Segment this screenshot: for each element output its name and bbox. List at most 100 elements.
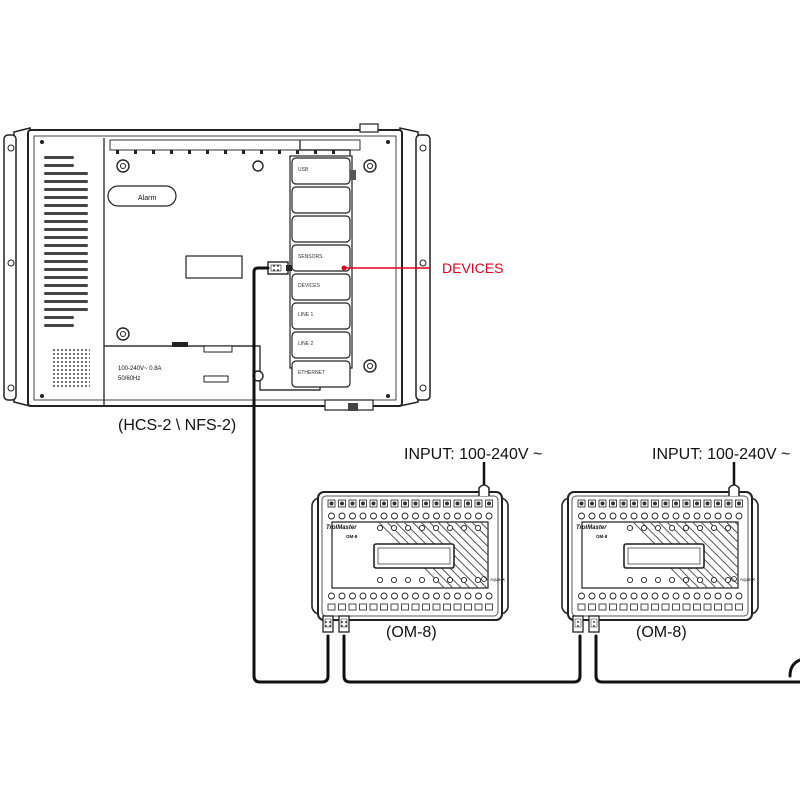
device-bus-cables [252,266,800,684]
controller-port: DEVICES [291,273,351,301]
controller-port-panel: USB SENSORS DEVICES LINE 1 LINE 2 ETHERNET [289,155,353,388]
vent-slot [44,188,88,191]
controller-port-label: USB [298,167,309,173]
controller-caption: (HCS-2 \ NFS-2) [118,417,236,434]
board-pin [152,150,155,154]
controller-port: USB [291,157,351,185]
controller-port-label: LINE 2 [298,341,314,347]
terminal-block [422,603,430,611]
vent-slot [44,196,88,199]
module-1-brand: TrolMaster [326,525,357,531]
controller-port: SENSORS [291,244,351,272]
board-pin [134,150,137,154]
board-pin [188,150,191,154]
board-pin [242,150,245,154]
controller-port: ETHERNET [291,360,351,388]
terminal-block [735,603,743,611]
board-pin [170,150,173,154]
vent-slot [44,244,88,247]
power-input-plug [728,484,740,496]
controller-devices-connector [267,261,292,275]
vent-slot [44,268,88,271]
module-2-model: OM-8 [596,534,608,539]
vent-slot [44,284,88,287]
terminal-block [693,603,701,611]
terminal-block [630,603,638,611]
terminal-block [327,603,336,611]
board-pin [296,150,299,154]
terminal-block [640,603,649,611]
terminal-block [724,603,733,611]
vent-slot [44,180,88,183]
controller-port-label: ETHERNET [298,370,325,376]
devices-callout: DEVICES [341,260,503,276]
alarm-label: Alarm [138,195,156,202]
terminal-block [703,603,712,611]
terminal-block [464,603,472,611]
module-2-input-label: INPUT: 100-240V ~ [652,446,790,463]
module-display [623,543,705,569]
terminal-block [401,603,409,611]
terminal-block [619,603,628,611]
vent-slot [44,292,88,295]
terminal-block [485,603,493,611]
bus-connector [588,615,600,633]
board-pin [206,150,209,154]
vent-slot [44,316,74,319]
board-pin [224,150,227,154]
controller-port-label: SENSORS [298,254,323,260]
controller-port [291,186,351,214]
terminal-block [474,603,483,611]
vent-slot [44,204,88,207]
terminal-block [651,603,659,611]
board-pin [332,150,335,154]
power-rating-line1: 100-240V~ 0.8A [118,366,162,372]
vent-slot [44,260,88,263]
terminal-block [714,603,722,611]
terminal-block [588,603,596,611]
board-pin [116,150,119,154]
controller-port-label: DEVICES [298,283,321,289]
controller-port: LINE 1 [291,302,351,330]
bus-connector [572,615,584,633]
board-pin [260,150,263,154]
terminal-block [672,603,680,611]
terminal-block [380,603,388,611]
vent-slot [44,300,88,303]
terminal-block [598,603,607,611]
terminal-block [348,603,357,611]
vent-slot [44,252,88,255]
terminal-block [338,603,346,611]
controller-vent-slots [44,156,88,327]
output-module-2 [561,462,759,633]
terminal-block [682,603,691,611]
module-1-caption: (OM-8) [386,624,437,641]
output-module-1 [311,462,509,633]
devices-callout-label: DEVICES [442,260,503,276]
module-1-model: OM-8 [346,534,358,539]
terminal-block [390,603,399,611]
vent-slot [44,164,74,167]
terminal-block [432,603,441,611]
vent-slot [44,236,88,239]
bus-connector [322,615,334,633]
vent-slot [44,276,88,279]
power-rating-line2: 50/60Hz [118,376,140,382]
controller-board-pins [116,150,335,154]
module-display [373,543,455,569]
vent-slot [44,228,88,231]
terminal-block [369,603,378,611]
terminal-block [359,603,367,611]
vent-slot [44,324,74,327]
vent-slot [44,156,74,159]
terminal-block [443,603,451,611]
terminal-block [661,603,670,611]
vent-slot [44,220,88,223]
module-1-footer-brand: Aqua-X [490,577,505,582]
controller-port: LINE 2 [291,331,351,359]
board-pin [278,150,281,154]
controller-port [291,215,351,243]
module-2-caption: (OM-8) [636,624,687,641]
terminal-block [577,603,586,611]
